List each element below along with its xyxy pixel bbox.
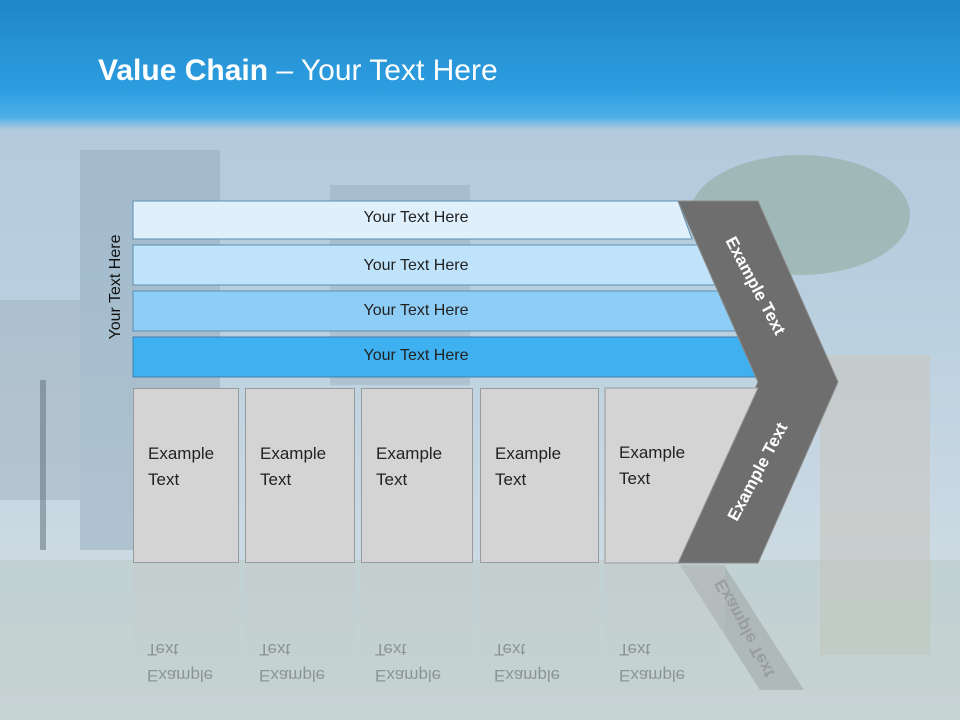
support-bar-1 <box>132 200 693 240</box>
last-box-point <box>604 387 759 564</box>
bar-label-4: Your Text Here <box>363 347 469 364</box>
title-rest: – Your Text Here <box>268 54 498 87</box>
bar-label-2: Your Text Here <box>363 257 469 274</box>
bar-label-3: Your Text Here <box>363 302 469 319</box>
slide-title: Value Chain – Your Text Here <box>98 54 498 88</box>
bar-label-1: Your Text Here <box>363 209 469 226</box>
chevron-shadow <box>680 565 804 690</box>
title-bold: Value Chain <box>98 54 269 87</box>
header-band <box>0 0 960 130</box>
